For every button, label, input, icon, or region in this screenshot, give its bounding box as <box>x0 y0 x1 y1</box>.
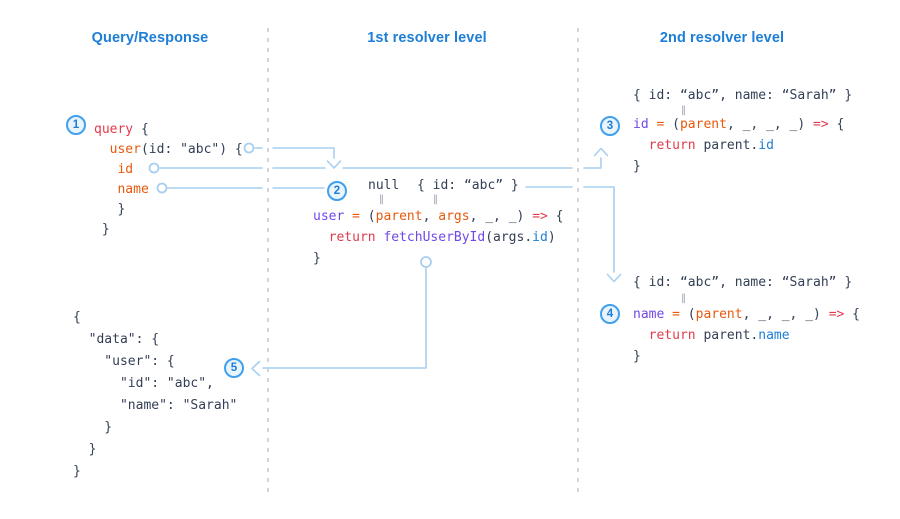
code-line: return parent.id <box>648 138 774 153</box>
connector-line <box>262 267 427 369</box>
code-line: return fetchUserById(args.id) <box>328 230 556 245</box>
query-code-block: query { user(id: "abc") { id name } } <box>94 120 243 240</box>
connector-line <box>583 157 602 169</box>
code-line: } <box>73 442 97 457</box>
id-resolver-parent-value: { id: “abc”, name: “Sarah” } <box>633 88 853 103</box>
step-badge-4: 4 <box>600 304 620 324</box>
code-line: { <box>73 310 81 325</box>
code-line: name <box>117 182 149 197</box>
step-badge-5: 5 <box>224 358 244 378</box>
code-line: id <box>117 162 134 177</box>
column-header-first-resolver-level: 1st resolver level <box>367 30 487 46</box>
code-line: } <box>313 251 321 266</box>
equals-mark: ‖ <box>433 194 438 205</box>
code-line: "data": { <box>73 332 160 347</box>
connector-dot <box>243 142 255 154</box>
equals-mark: ‖ <box>681 105 686 116</box>
user-resolver-null-value: null <box>368 178 400 193</box>
user-resolver-result-value: { id: “abc” } <box>417 178 519 193</box>
equals-mark: ‖ <box>379 194 384 205</box>
code-line: "name": "Sarah" <box>73 398 238 413</box>
code-line: "id": "abc", <box>73 376 214 391</box>
connector-line <box>272 147 335 159</box>
id-resolver-code-block: id = (parent, _, _, _) => { return paren… <box>633 114 844 177</box>
connector-line <box>583 186 615 273</box>
code-line: } <box>94 202 126 217</box>
column-header-query-response: Query/Response <box>91 30 209 46</box>
code-line: } <box>633 349 641 364</box>
code-line: "user": { <box>73 354 175 369</box>
equals-mark: ‖ <box>681 293 686 304</box>
arrow-user-field-to-user-resolver <box>243 142 342 169</box>
step-badge-1: 1 <box>66 115 86 135</box>
arrowhead-left-icon <box>251 360 261 377</box>
name-resolver-code-block: name = (parent, _, _, _) => { return par… <box>633 304 860 367</box>
arrowhead-down-icon <box>326 160 342 169</box>
code-line: user(id: "abc") { <box>109 142 243 157</box>
code-line: } <box>73 464 81 479</box>
arrowhead-down-icon <box>606 273 622 283</box>
step-badge-3: 3 <box>600 116 620 136</box>
code-line: } <box>73 420 113 435</box>
arrow-user-resolver-to-response <box>251 256 432 377</box>
column-divider-left <box>267 28 269 498</box>
code-line: user = (parent, args, _, _) => { <box>313 209 564 224</box>
code-line: return parent.name <box>648 328 790 343</box>
code-line: } <box>633 159 641 174</box>
user-resolver-code-block: user = (parent, args, _, _) => { return … <box>313 206 564 269</box>
column-header-second-resolver-level: 2nd resolver level <box>659 30 785 46</box>
name-resolver-parent-value: { id: “abc”, name: “Sarah” } <box>633 275 853 290</box>
code-line: } <box>94 222 110 237</box>
response-json-block: { "data": { "user": { "id": "abc", "name… <box>73 307 237 483</box>
arrowhead-up-icon <box>593 147 609 157</box>
code-line: id = (parent, _, _, _) => { <box>633 117 845 132</box>
step-badge-2: 2 <box>327 181 347 201</box>
code-line: query { <box>94 122 149 137</box>
code-line: name = (parent, _, _, _) => { <box>633 307 860 322</box>
column-divider-right <box>577 28 579 498</box>
